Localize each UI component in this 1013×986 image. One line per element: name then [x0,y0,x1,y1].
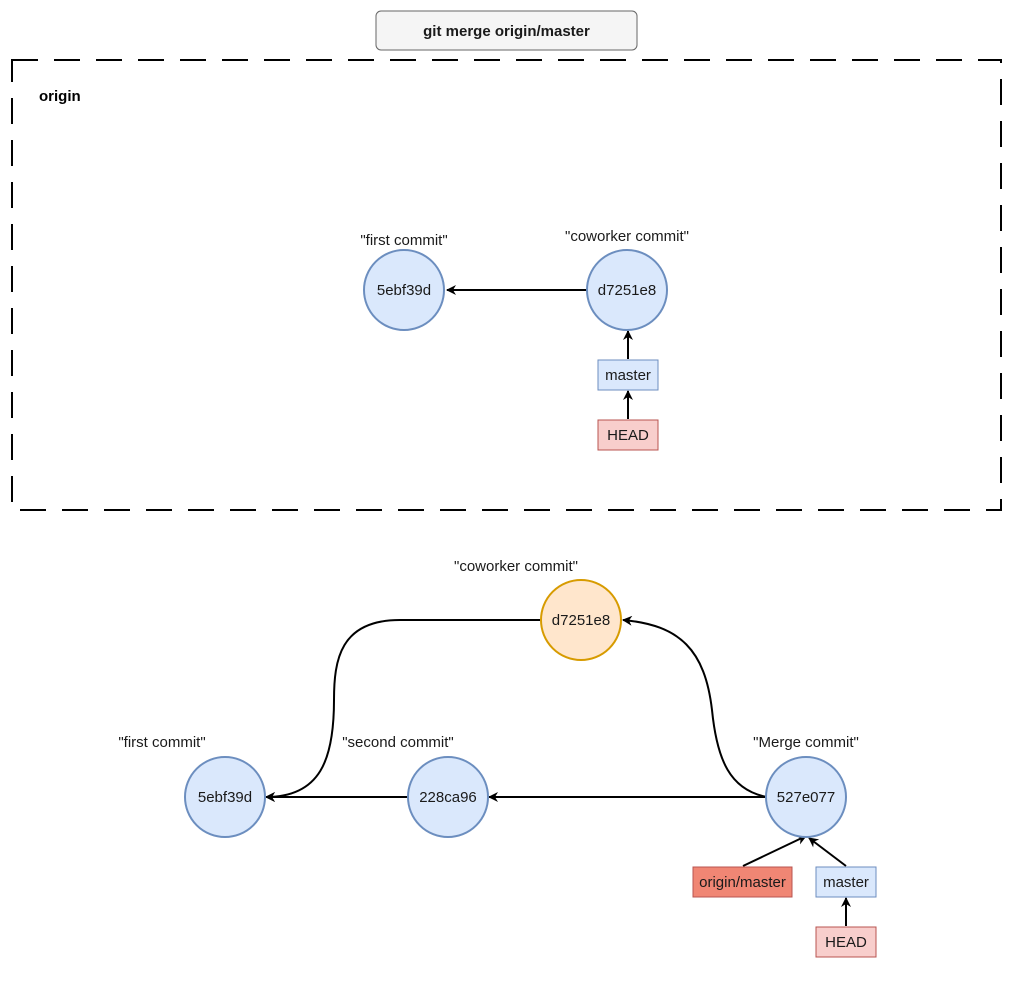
origin-ref-head: HEAD [597,419,659,451]
ref-label: master [605,367,651,384]
commit-hash: d7251e8 [552,612,610,629]
local-commit-d7251e8: "coworker commit" d7251e8 [454,558,622,661]
commit-node [765,756,847,838]
local-edge-merge-coworker [622,615,768,798]
ref-box [597,359,659,391]
commit-hash: 5ebf39d [198,789,252,806]
origin-dashed-border [11,59,1002,511]
commit-hash: 228ca96 [419,789,477,806]
title-box-background [375,10,638,51]
ref-box [815,866,877,898]
local-commit-527e077: "Merge commit" 527e077 [753,734,859,838]
origin-container: origin [11,59,1002,511]
local-ref-origin-master: origin/master [692,866,793,898]
commit-node [540,579,622,661]
commit-node [363,249,445,331]
ref-label: master [823,874,869,891]
commit-node [407,756,489,838]
commit-message: "coworker commit" [454,558,578,575]
local-ref-master: master [815,866,877,898]
commit-hash: 5ebf39d [377,282,431,299]
commit-message: "Merge commit" [753,734,859,751]
commit-node [586,249,668,331]
commit-message: "second commit" [342,734,454,751]
local-graph: "first commit" 5ebf39d "second commit" 2… [118,558,877,958]
ref-box [597,419,659,451]
commit-message: "coworker commit" [565,228,689,245]
local-commit-5ebf39d: "first commit" 5ebf39d [118,734,266,838]
commit-node [184,756,266,838]
origin-commit-d7251e8: "coworker commit" d7251e8 [565,228,689,331]
ref-label: origin/master [699,874,786,891]
title-box: git merge origin/master [375,10,638,51]
origin-graph: "first commit" 5ebf39d "coworker commit"… [360,228,689,451]
ref-box [815,926,877,958]
ref-label: HEAD [607,427,649,444]
title-text: git merge origin/master [423,23,590,40]
origin-ref-master: master [597,359,659,391]
local-edge-coworker-first [265,619,540,802]
origin-label: origin [39,88,81,105]
ref-box [692,866,793,898]
local-edge-master-merge [808,837,847,867]
ref-label: HEAD [825,934,867,951]
local-commit-228ca96: "second commit" 228ca96 [342,734,489,838]
origin-commit-5ebf39d: "first commit" 5ebf39d [360,232,448,331]
local-edge-originmaster-merge [742,835,807,867]
commit-message: "first commit" [118,734,205,751]
commit-message: "first commit" [360,232,447,249]
local-ref-head: HEAD [815,926,877,958]
commit-hash: 527e077 [777,789,835,806]
commit-hash: d7251e8 [598,282,656,299]
